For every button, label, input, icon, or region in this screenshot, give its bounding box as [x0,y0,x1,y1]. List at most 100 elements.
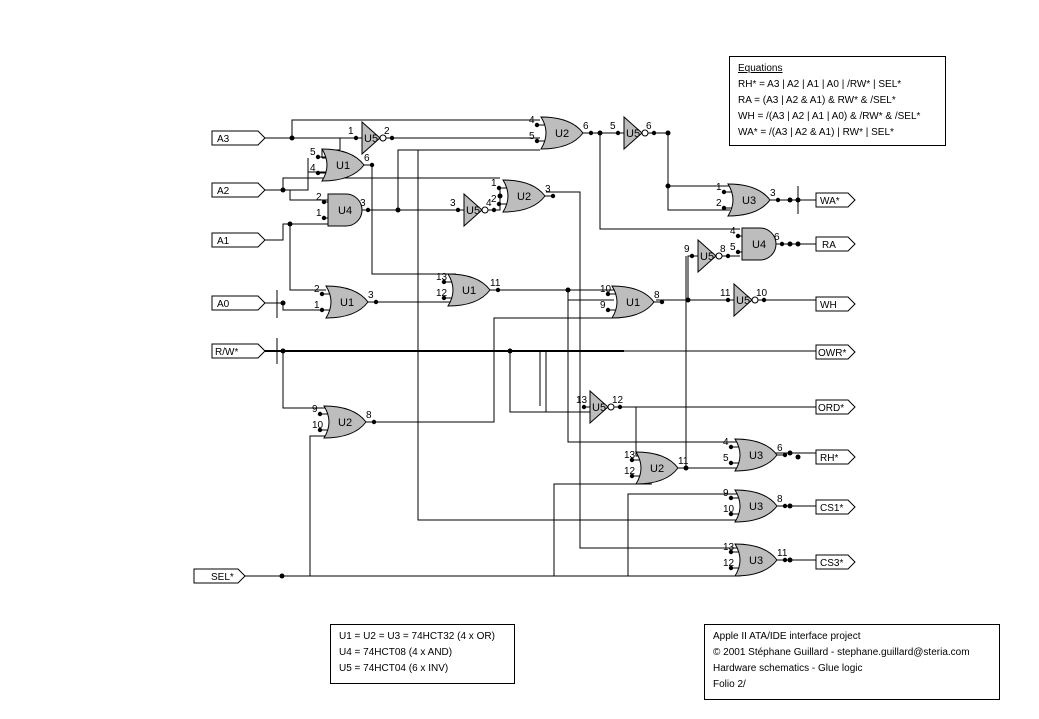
equation-line: RA = (A3 | A2 & A1) & RW* & /SEL* [738,95,896,106]
gate-ref-label: U2 [650,463,664,475]
input-port-a3: A3 [211,130,266,146]
pin-number: 2 [316,192,322,203]
pin-number: 3 [770,188,776,199]
pin-number: 12 [624,466,636,477]
pin-number: 13 [576,395,588,406]
pin-number: 6 [583,121,589,132]
equation-line: WA* = /(A3 | A2 & A1) | RW* | SEL* [738,127,894,138]
gate-ref-label: U2 [555,128,569,140]
input-label-rw: R/W* [215,347,238,358]
input-port-sel: SEL* [193,568,246,584]
inv-gate-u5: U5 11 10 [720,282,768,318]
pin-number: 13 [723,542,735,553]
pin-number: 1 [348,126,354,137]
output-port-cs1: CS1* [815,499,856,515]
input-label-a2: A2 [217,186,230,197]
pin-number: 11 [720,288,731,299]
pin-number: 6 [646,121,652,132]
gate-ref-label: U5 [626,128,640,140]
pin-number: 6 [774,232,780,243]
pin-number: 2 [314,284,320,295]
pin-number: 4 [730,226,736,237]
input-label-a1: A1 [217,236,230,247]
pin-number: 3 [545,184,551,195]
pin-number: 9 [600,300,606,311]
input-port-a0: A0 [211,295,266,311]
gate-ref-label: U1 [336,160,350,172]
or-gate-u3: U3 1 2 3 [716,182,781,217]
pin-number: 2 [491,194,497,205]
pin-number: 4 [486,198,492,209]
copyright-line: © 2001 Stéphane Guillard - stephane.guil… [713,647,970,658]
output-port-wa: WA* [815,192,856,208]
output-label-ra: RA [822,240,836,251]
output-port-rh: RH* [815,449,856,465]
pin-number: 5 [610,121,616,132]
output-label-wa: WA* [820,196,840,207]
junction-dots [279,130,691,579]
and-gate-u4: U4 2 1 3 [316,192,371,227]
gate-ref-label: U1 [462,285,476,297]
pin-number: 2 [716,198,722,209]
title-block: Apple II ATA/IDE interface project © 200… [704,624,1000,700]
pin-number: 1 [316,208,322,219]
output-label-owr: OWR* [818,348,846,359]
pin-number: 10 [600,284,612,295]
pin-number: 6 [777,443,783,454]
output-label-rh: RH* [820,453,838,464]
gate-ref-label: U2 [338,417,352,429]
pin-number: 10 [723,504,735,515]
equation-line: WH = /(A3 | A2 | A1 | A0) & /RW* & /SEL* [738,111,921,122]
input-label-a0: A0 [217,299,230,310]
pin-number: 9 [312,404,318,415]
parts-line: U4 = 74HCT08 (4 x AND) [339,647,453,658]
gate-ref-label: U5 [700,251,714,263]
wires [245,119,816,577]
input-ticks [276,186,799,364]
input-label-sel: SEL* [211,572,234,583]
pin-number: 12 [723,558,735,569]
gate-ref-label: U3 [749,450,763,462]
output-port-ord: ORD* [815,399,856,415]
input-label-a3: A3 [217,134,230,145]
pin-number: 11 [777,548,788,559]
gate-ref-label: U3 [742,195,756,207]
gate-ref-label: U5 [736,295,750,307]
pin-number: 3 [360,198,366,209]
output-label-wh: WH [820,300,837,311]
pin-number: 9 [723,488,729,499]
parts-list-box: U1 = U2 = U3 = 74HCT32 (4 x OR) U4 = 74H… [330,624,515,684]
io-ports: A3 A2 A1 A0 R/W* SEL* WA* RA [193,130,856,584]
output-port-owr: OWR* [815,344,856,360]
pin-number: 10 [756,288,768,299]
pin-number: 11 [490,278,501,289]
gate-ref-label: U4 [338,205,352,217]
pin-number: 1 [314,300,320,311]
equation-line: RH* = A3 | A2 | A1 | A0 | /RW* | SEL* [738,79,902,90]
sheet-description: Hardware schematics - Glue logic [713,663,863,674]
equations-box: Equations RH* = A3 | A2 | A1 | A0 | /RW*… [729,56,946,146]
pin-number: 8 [720,244,726,255]
equations-title: Equations [738,63,783,74]
pin-number: 5 [723,453,729,464]
gate-ref-label: U5 [592,402,606,414]
pin-number: 6 [364,153,370,164]
pin-number: 1 [716,182,722,193]
pin-number: 9 [684,244,690,255]
parts-line: U1 = U2 = U3 = 74HCT32 (4 x OR) [339,631,495,642]
output-port-wh: WH [815,296,856,312]
